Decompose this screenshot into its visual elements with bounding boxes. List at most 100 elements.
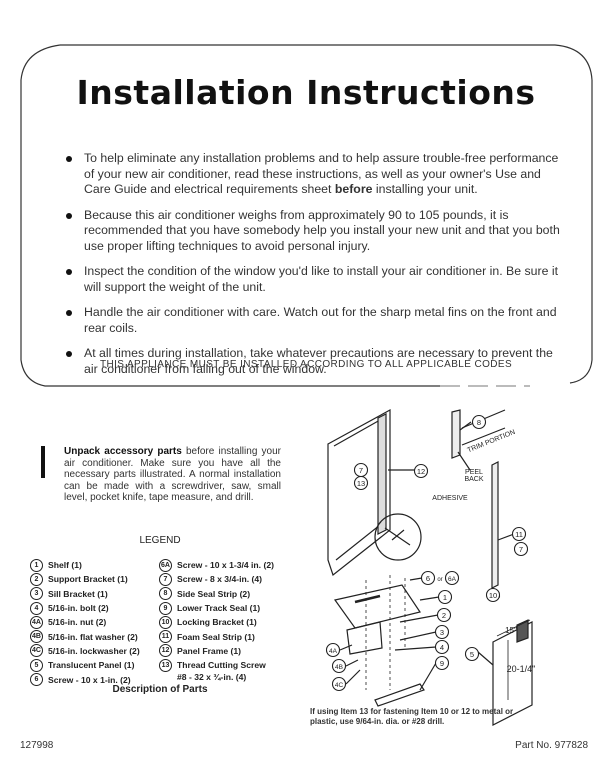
part-number: Part No. 977828: [515, 740, 588, 751]
legend-item: 4C 5/16-in. lockwasher (2): [30, 644, 140, 658]
legend-item: 4 5/16-in. bolt (2): [30, 601, 140, 615]
callout-6: 6: [426, 574, 430, 583]
item-label: Panel Frame (1): [177, 645, 241, 656]
item-label: 5/16-in. flat washer (2): [48, 631, 138, 642]
callout-4a: 4A: [329, 648, 338, 655]
unpack-heading: Unpack accessory parts: [64, 446, 182, 457]
callout-8: 8: [477, 418, 481, 427]
item-number: 1: [30, 558, 43, 572]
legend-item: 4B 5/16-in. flat washer (2): [30, 629, 140, 644]
document-number: 127998: [20, 740, 54, 751]
callout-7-right: 7: [519, 545, 523, 554]
peel-label: PEEL: [465, 469, 483, 476]
bullet-text-end: installing your unit.: [372, 182, 478, 196]
item-number: 12: [159, 644, 172, 658]
item-label: Thread Cutting Screw: [177, 660, 266, 671]
legend-item: 3 Sill Bracket (1): [30, 587, 140, 601]
legend-title: LEGEND: [139, 535, 181, 546]
callout-12: 12: [417, 467, 425, 476]
bullet-text: Because this air conditioner weighs from…: [84, 207, 560, 253]
legend-item: 12 Panel Frame (1): [159, 644, 274, 658]
item-number: 2: [30, 572, 43, 586]
codes-notice: THIS APPLIANCE MUST BE INSTALLED ACCORDI…: [99, 359, 513, 370]
width-dimension: 15": [505, 626, 517, 635]
item-label: Screw - 8 x 3/4-in. (4): [177, 574, 263, 585]
item-number: 6: [30, 673, 43, 687]
bullet-text: Handle the air conditioner with care. Wa…: [84, 305, 557, 335]
legend-item: 6 Screw - 10 x 1-in. (2): [30, 672, 140, 687]
page-title: Installation Instructions: [76, 73, 536, 112]
item-number: 11: [159, 630, 172, 644]
callout-7: 7: [359, 466, 363, 475]
bullet-text: Inspect the condition of the window you'…: [84, 264, 558, 294]
item-label: Screw - 10 x 1-3/4 in. (2): [177, 560, 274, 571]
legend-item: 13 Thread Cutting Screw: [159, 658, 274, 672]
legend-footer: Description of Parts: [112, 684, 208, 695]
item-label: Locking Bracket (1): [177, 617, 257, 628]
legend-column-2: 6A Screw - 10 x 1-3/4 in. (2) 7 Screw - 8 …: [159, 558, 274, 684]
legend-item: 6A Screw - 10 x 1-3/4 in. (2): [159, 558, 274, 572]
callout-13: 13: [357, 479, 365, 488]
bullet-item: Because this air conditioner weighs from…: [66, 208, 562, 255]
legend-item: 10 Locking Bracket (1): [159, 615, 274, 629]
bullet-text: At all times during installation, take w…: [84, 346, 553, 376]
callout-10: 10: [489, 591, 497, 600]
legend-item: 9 Lower Track Seal (1): [159, 601, 274, 615]
callout-9: 9: [440, 659, 444, 668]
installation-diagram: [327, 408, 533, 726]
bullet-text: To help eliminate any installation probl…: [84, 151, 559, 196]
back-label: BACK: [464, 476, 483, 483]
trim-portion-label: TRIM PORTION: [467, 429, 517, 455]
bullet-item: At all times during installation, take w…: [66, 346, 562, 377]
unpack-paragraph: Unpack accessory parts before installing…: [64, 446, 281, 504]
item-label: Foam Seal Strip (1): [177, 631, 255, 642]
item-number: 4C: [30, 644, 43, 658]
item-label: Shelf (1): [48, 560, 82, 571]
item-number: 3: [30, 587, 43, 601]
item-number: 4: [30, 601, 43, 615]
diagram-caption: If using Item 13 for fastening Item 10 o…: [310, 707, 514, 726]
item-label: #8 - 32 x ¾-in. (4): [177, 671, 247, 682]
adhesive-label: ADHESIVE: [432, 495, 468, 502]
item-number: 5: [30, 658, 43, 672]
section-marker-bar: [41, 446, 45, 478]
item-label: Screw - 10 x 1-in. (2): [48, 674, 131, 685]
item-number: 8: [159, 587, 172, 601]
callout-2: 2: [442, 611, 446, 620]
instruction-bullets: To help eliminate any installation probl…: [66, 151, 562, 387]
callout-or: or: [437, 577, 442, 583]
bullet-emphasis: before: [334, 182, 373, 196]
item-number: 4A: [30, 615, 43, 629]
item-number: 13: [159, 658, 172, 672]
item-number: 7: [159, 572, 172, 586]
bullet-item: Handle the air conditioner with care. Wa…: [66, 305, 562, 336]
callout-3: 3: [440, 628, 444, 637]
item-number: 9: [159, 601, 172, 615]
legend-item: 8 Side Seal Strip (2): [159, 587, 274, 601]
callout-5: 5: [470, 650, 474, 659]
item-label: Sill Bracket (1): [48, 588, 108, 599]
item-label: 5/16-in. bolt (2): [48, 603, 109, 614]
legend-item: 11 Foam Seal Strip (1): [159, 629, 274, 644]
callout-4c: 4C: [335, 682, 344, 689]
unpack-text: before installing your air conditioner. …: [64, 446, 281, 504]
item-label: 5/16-in. lockwasher (2): [48, 645, 140, 656]
callout-11: 11: [515, 530, 523, 539]
callout-1: 1: [443, 593, 447, 602]
item-label: Lower Track Seal (1): [177, 603, 261, 614]
bullet-item: Inspect the condition of the window you'…: [66, 264, 562, 295]
item-number: 6A: [159, 558, 172, 572]
bullet-item: To help eliminate any installation probl…: [66, 151, 562, 198]
callout-6a: 6A: [448, 576, 457, 583]
item-number: 10: [159, 615, 172, 629]
item-number: 4B: [30, 630, 43, 644]
legend-item-continued: #8 - 32 x ¾-in. (4): [159, 669, 274, 683]
callout-4: 4: [440, 643, 444, 652]
height-dimension: 20-1/4": [507, 664, 536, 674]
legend-item: 1 Shelf (1): [30, 558, 140, 572]
item-label: Side Seal Strip (2): [177, 588, 251, 599]
